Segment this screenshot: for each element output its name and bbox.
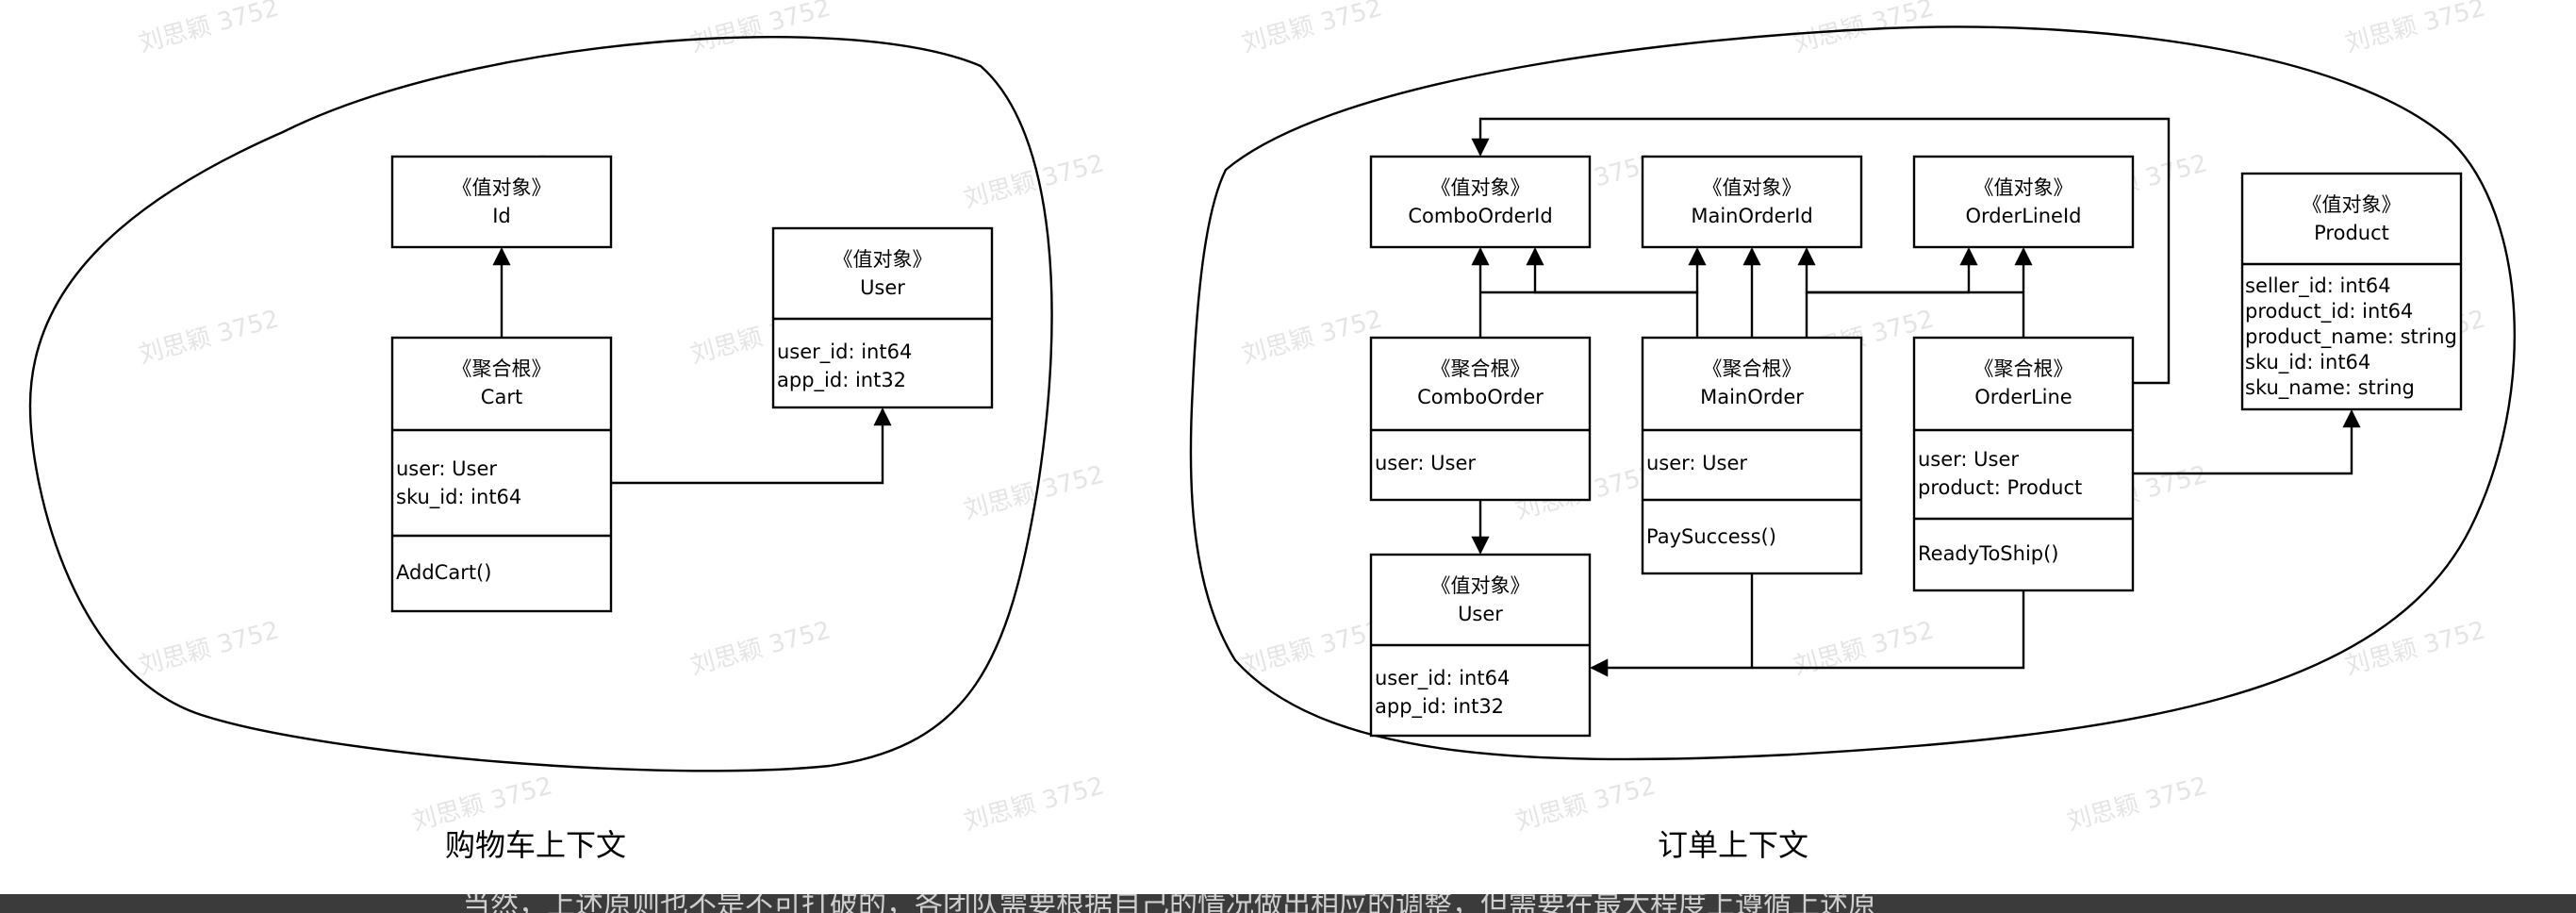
field-label: sku_id: int64 xyxy=(396,486,521,509)
field-label: user_id: int64 xyxy=(777,340,912,364)
main-order-id-box: 《值对象》 MainOrderId xyxy=(1641,155,1863,249)
stereotype-label: 《聚合根》 xyxy=(1431,357,1530,380)
line-to-combo-id-top-arrow xyxy=(1471,117,2171,385)
combo-order-aggregate-root-box: 《聚合根》 ComboOrder user: User xyxy=(1369,336,1592,502)
cart-aggregate-root-box: 《聚合根》 Cart user: User sku_id: int64 AddC… xyxy=(390,336,613,613)
class-name: Cart xyxy=(481,386,522,408)
watermark: 刘思颖 3752 xyxy=(961,772,1107,836)
cart-context-caption: 购物车上下文 xyxy=(445,827,626,863)
watermark: 刘思颖 3752 xyxy=(687,616,834,680)
class-name: MainOrderId xyxy=(1691,205,1812,227)
order-context-caption: 订单上下文 xyxy=(1658,827,1808,863)
order-context-boundary xyxy=(1189,25,2517,761)
stereotype-label: 《值对象》 xyxy=(834,248,933,271)
bottom-text: 当然，上述原则也不是不可打破的，各团队需要根据自己的情况做出相应的调整，但需要在… xyxy=(462,894,1876,913)
watermark: 刘思颖 3752 xyxy=(2064,772,2210,836)
stereotype-label: 《聚合根》 xyxy=(1974,357,2073,380)
stereotype-label: 《聚合根》 xyxy=(1703,357,1802,380)
class-name: MainOrder xyxy=(1700,386,1804,408)
stereotype-label: 《值对象》 xyxy=(453,176,552,199)
main-to-user-arrow xyxy=(1590,573,1754,677)
field-label: user: User xyxy=(1918,448,2019,471)
stereotype-label: 《聚合根》 xyxy=(453,357,552,380)
main-to-line-id-arrow xyxy=(1807,247,1978,294)
field-label: user: User xyxy=(396,457,497,480)
line-to-user-link xyxy=(1752,590,2025,670)
line-to-product-arrow xyxy=(2133,409,2361,475)
method-label: ReadyToShip() xyxy=(1918,542,2059,565)
watermark: 刘思颖 3752 xyxy=(1791,616,1937,680)
stereotype-label: 《值对象》 xyxy=(2303,193,2402,216)
field-label: user_id: int64 xyxy=(1375,667,1510,690)
class-name: OrderLine xyxy=(1974,386,2072,408)
stereotype-label: 《值对象》 xyxy=(1431,176,1530,199)
watermark: 刘思颖 3752 xyxy=(1239,0,1385,58)
watermark: 刘思颖 3752 xyxy=(2342,616,2488,680)
watermark: 刘思颖 3752 xyxy=(1512,772,1659,836)
stereotype-label: 《值对象》 xyxy=(1431,574,1530,597)
class-name: User xyxy=(860,276,905,299)
combo-to-main-id-arrow xyxy=(1480,247,1707,294)
bottom-text-strip: 当然，上述原则也不是不可打破的，各团队需要根据自己的情况做出相应的调整，但需要在… xyxy=(0,894,2576,913)
user-value-object-box: 《值对象》 User user_id: int64 app_id: int32 xyxy=(771,226,994,409)
field-label: product: Product xyxy=(1918,476,2082,499)
watermark: 刘思颖 3752 xyxy=(2342,0,2488,58)
field-label: sku_id: int64 xyxy=(2245,351,2370,374)
class-name: ComboOrderId xyxy=(1408,205,1552,227)
field-label: user: User xyxy=(1646,452,1747,474)
field-label: app_id: int32 xyxy=(1375,695,1504,719)
watermark: 刘思颖 3752 xyxy=(136,305,282,369)
id-value-object-box: 《值对象》 Id xyxy=(390,155,613,249)
field-label: user: User xyxy=(1375,452,1476,474)
order-user-value-object-box: 《值对象》 User user_id: int64 app_id: int32 xyxy=(1369,553,1592,738)
main-order-aggregate-root-box: 《聚合根》 MainOrder user: User PaySuccess() xyxy=(1641,336,1863,575)
field-label: product_name: string xyxy=(2245,325,2457,349)
method-label: AddCart() xyxy=(396,561,491,584)
watermark: 刘思颖 3752 xyxy=(687,0,834,58)
field-label: seller_id: int64 xyxy=(2245,274,2391,298)
field-label: product_id: int64 xyxy=(2245,300,2413,324)
order-line-aggregate-root-box: 《聚合根》 OrderLine user: User product: Prod… xyxy=(1912,336,2135,592)
cart-to-user-arrow xyxy=(611,407,892,485)
stereotype-label: 《值对象》 xyxy=(1974,176,2073,199)
order-line-id-box: 《值对象》 OrderLineId xyxy=(1912,155,2135,249)
stereotype-label: 《值对象》 xyxy=(1703,176,1802,199)
field-label: app_id: int32 xyxy=(777,369,906,392)
cart-context-boundary xyxy=(28,36,1053,772)
method-label: PaySuccess() xyxy=(1646,525,1776,548)
line-to-main-id-arrow xyxy=(1797,247,2023,294)
watermark: 刘思颖 3752 xyxy=(136,0,282,58)
class-name: User xyxy=(1458,603,1503,625)
watermark: 刘思颖 3752 xyxy=(136,616,282,680)
field-label: sku_name: string xyxy=(2245,376,2415,400)
watermark: 刘思颖 3752 xyxy=(1239,616,1385,680)
class-name: Id xyxy=(492,205,511,227)
combo-order-id-box: 《值对象》 ComboOrderId xyxy=(1369,155,1592,249)
product-value-object-box: 《值对象》 Product seller_id: int64 product_i… xyxy=(2240,172,2463,411)
class-name: ComboOrder xyxy=(1417,386,1544,408)
watermark: 刘思颖 3752 xyxy=(1239,305,1385,369)
class-name: OrderLineId xyxy=(1966,205,2082,227)
class-name: Product xyxy=(2314,222,2389,244)
